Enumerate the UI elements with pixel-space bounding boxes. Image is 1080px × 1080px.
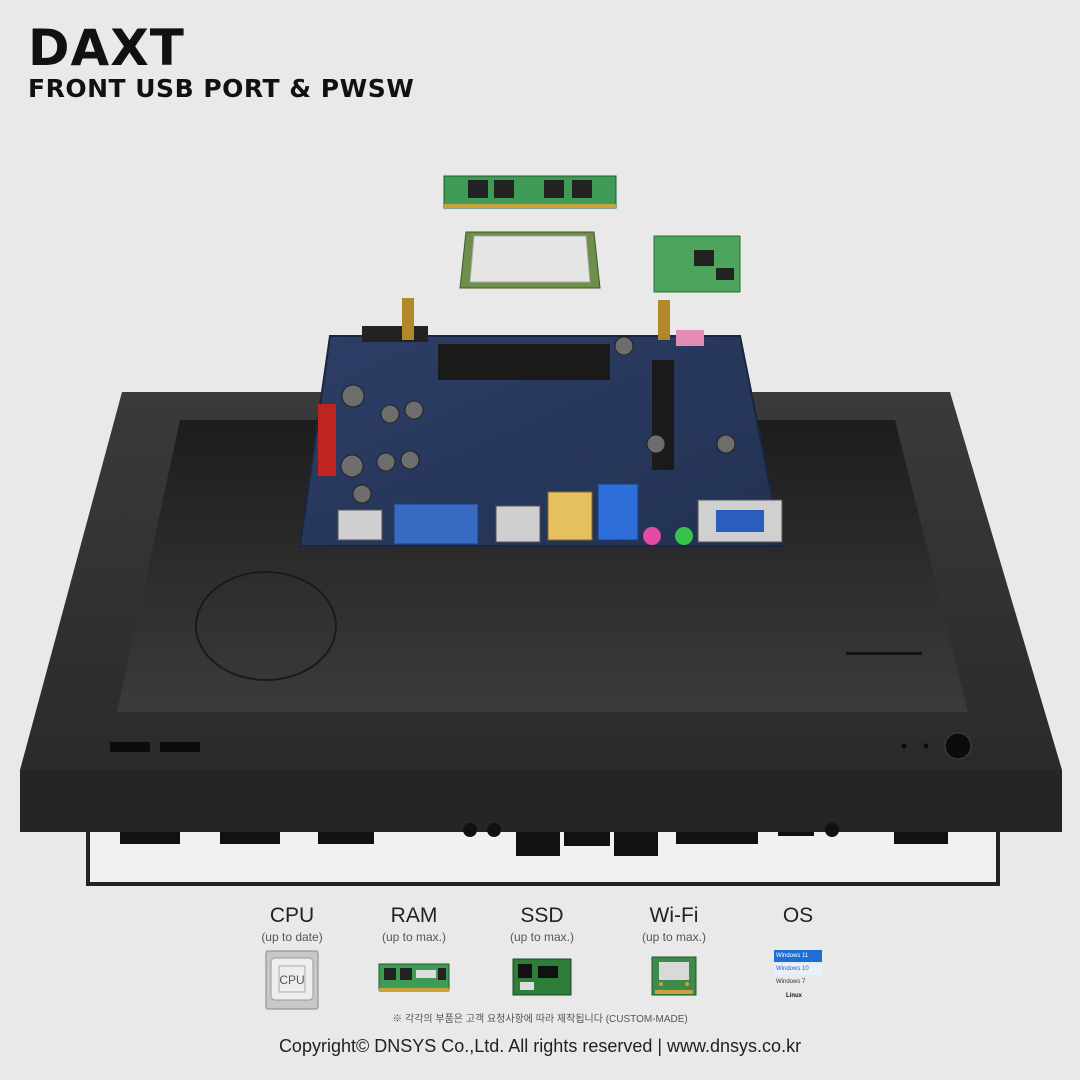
spec-subtitle: (up to max.) [381,930,447,944]
ram-module [443,175,617,209]
product-illustration [20,175,1062,886]
spec-ram: RAM (up to max.) [354,904,474,996]
serial-port-connector [716,510,764,532]
pcie-slot [318,404,336,476]
spec-title: CPU [269,904,315,927]
os-windows-7: Windows 7 [776,979,806,985]
spec-title: RAM [390,904,438,927]
led-indicator-2 [923,743,929,749]
pink-header [676,330,704,346]
spec-ssd: SSD (up to max.) [482,904,602,996]
rear-io-cutouts [120,823,948,856]
ram-module-icon [378,960,450,996]
wifi-card-icon [651,956,697,996]
os-logos-icon: Windows 11 Windows 10 Windows 7 Linux [774,950,822,1002]
antenna-connector-left [402,298,414,340]
sodimm-slot [438,344,610,380]
chassis-front-face [20,770,1062,832]
power-switch-button [944,732,972,760]
usb3-port-stack [597,483,639,541]
pin-header [362,326,428,342]
spec-title: SSD [520,904,564,927]
cpu-chip-icon: CPU [265,950,319,1010]
spec-wifi: Wi-Fi (up to max.) [614,904,734,996]
motherboard [298,298,784,547]
custom-made-note: ※ 각각의 부품은 고객 요청사항에 따라 제작됩니다 (CUSTOM-MADE… [392,1014,688,1025]
lan-port [547,491,593,541]
component-spec-row: CPU (up to date) CPU RAM (up to max.) SS… [232,904,852,1024]
chassis-slot-line [846,652,922,655]
os-linux: Linux [786,993,802,999]
chassis-round-recess [195,571,337,681]
cpu-chip-label: CPU [279,973,304,987]
os-windows-10: Windows 10 [774,964,822,975]
chassis [20,392,1062,886]
m2-slot [652,360,674,470]
capacitors [340,336,736,504]
cpu-chip [459,231,601,289]
product-title: DAXT [28,19,185,77]
ssd-module-icon [512,958,572,996]
spec-cpu: CPU (up to date) CPU [232,904,352,1010]
audio-out-jack [675,527,693,545]
spec-subtitle: (up to max.) [641,930,707,944]
spec-subtitle [738,930,858,944]
mic-jack [643,527,661,545]
usb2-port-stack [495,505,541,543]
spec-subtitle: (up to date) [261,930,323,944]
spec-title: Wi-Fi [649,904,699,927]
copyright-footer: Copyright© DNSYS Co.,Ltd. All rights res… [278,1036,802,1056]
front-usb-port-1 [110,742,150,752]
led-indicator-1 [901,743,907,749]
product-subtitle: FRONT USB PORT & PWSW [28,74,415,103]
spec-title: OS [782,904,814,927]
os-windows-11: Windows 11 [774,950,822,962]
spec-subtitle: (up to max.) [509,930,575,944]
spec-os: OS Windows 11 Windows 10 Windows 7 Linux [738,904,858,1002]
antenna-connector-right [658,300,670,340]
brand-header: DAXT FRONT USB PORT & PWSW [28,19,415,103]
ssd-module [653,235,741,293]
vga-port [393,503,479,545]
hdmi-port [337,509,383,541]
front-usb-port-2 [160,742,200,752]
